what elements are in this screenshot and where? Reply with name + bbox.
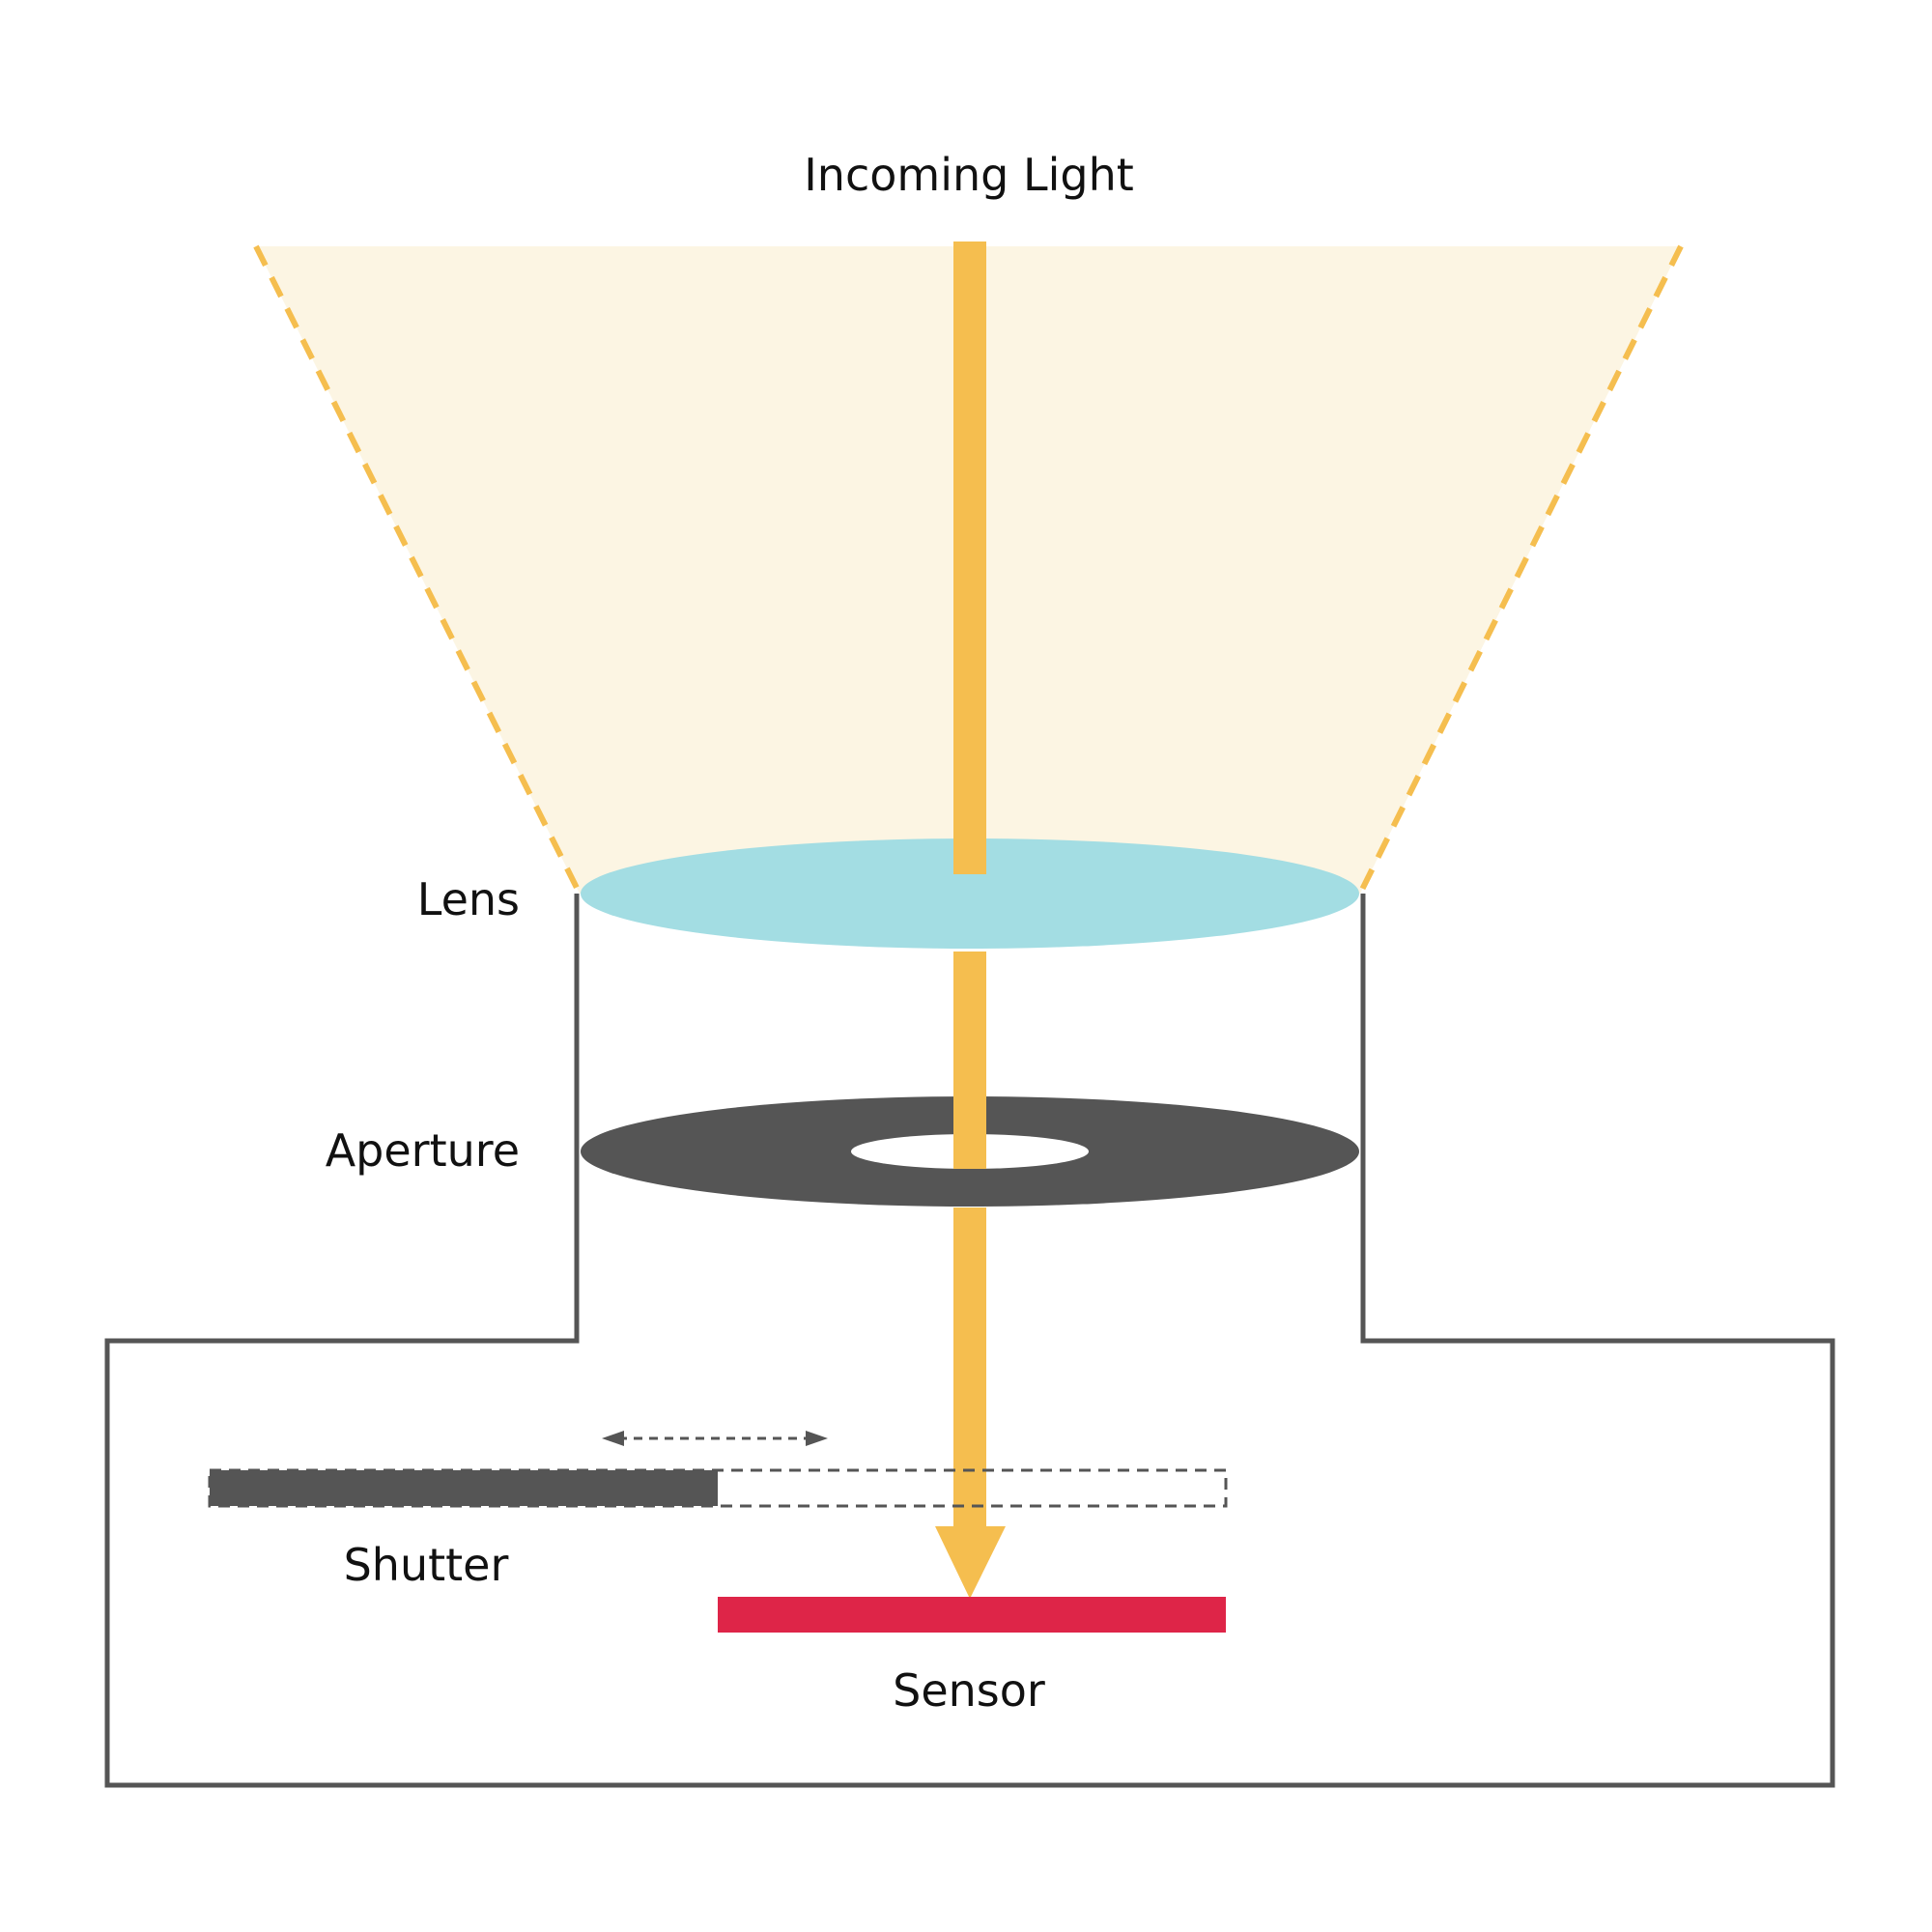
- shutter-blade: [210, 1470, 718, 1506]
- shutter-label: Shutter: [343, 1539, 509, 1591]
- light-beam-arrowhead: [935, 1526, 1006, 1599]
- sensor: [718, 1597, 1226, 1633]
- light-beam-middle: [953, 952, 986, 1169]
- camera-body-outline: [104, 894, 1835, 1788]
- light-cone-left-edge: [253, 244, 582, 895]
- lens-label: Lens: [416, 873, 520, 925]
- sensor-label: Sensor: [893, 1664, 1045, 1717]
- light-beam-lower: [953, 1208, 986, 1531]
- lens: [581, 838, 1359, 949]
- light-beam-upper: [953, 242, 986, 874]
- shutter-motion-arrow-left-head: [602, 1431, 624, 1446]
- incoming-light-label: Incoming Light: [804, 149, 1134, 201]
- aperture-label: Aperture: [325, 1124, 520, 1177]
- shutter-motion-arrow-right-head: [806, 1431, 828, 1446]
- light-cone-right-edge: [1357, 244, 1684, 895]
